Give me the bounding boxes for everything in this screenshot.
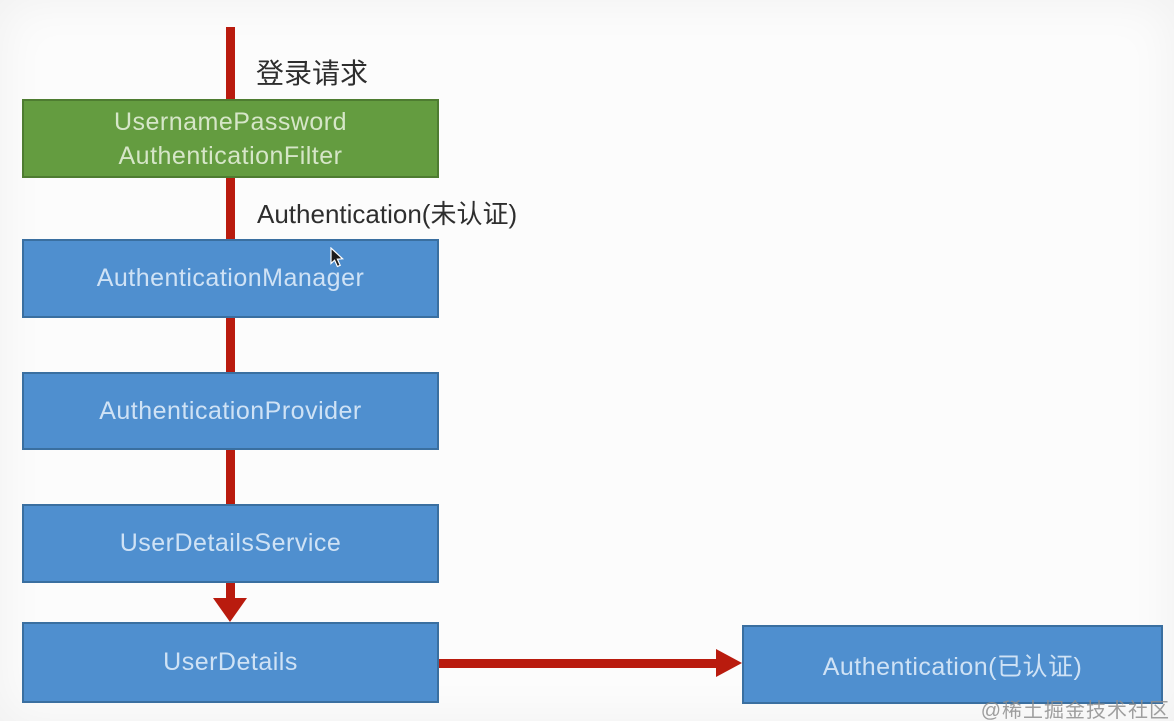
watermark-text: @稀土掘金技术社区 (980, 700, 1170, 721)
node-filter-line2: AuthenticationFilter (118, 141, 343, 170)
node-ud-label: UserDetails (163, 648, 298, 676)
node-uds-label: UserDetailsService (119, 529, 342, 557)
node-filter-line1: UsernamePassword (113, 107, 348, 136)
authentication-unauthenticated-label: Authentication(未认证) (257, 199, 518, 229)
flow-line-manager-to-provider (226, 318, 235, 373)
node-authentication-authenticated: Authentication(已认证) (742, 625, 1163, 704)
flow-arrow-details-to-authenticated-shaft (439, 659, 717, 668)
node-authentication-manager: AuthenticationManager (22, 239, 439, 318)
node-manager-label: AuthenticationManager (96, 264, 365, 292)
node-user-details: UserDetails (22, 622, 439, 703)
node-authed-label: Authentication(已认证) (822, 652, 1083, 681)
mouse-cursor-icon (330, 247, 345, 268)
node-user-details-service: UserDetailsService (22, 504, 439, 583)
flow-line-filter-to-manager (226, 178, 235, 240)
login-request-label: 登录请求 (256, 58, 369, 89)
flow-line-provider-to-service (226, 450, 235, 505)
node-username-password-authentication-filter: UsernamePassword AuthenticationFilter (22, 99, 439, 178)
node-provider-label: AuthenticationProvider (99, 396, 362, 425)
node-authentication-provider: AuthenticationProvider (22, 372, 439, 450)
arrow-right-icon (716, 649, 742, 677)
arrow-down-icon (213, 598, 247, 622)
flow-line-login-request (226, 27, 235, 100)
flow-arrow-service-to-details-shaft (226, 583, 235, 599)
